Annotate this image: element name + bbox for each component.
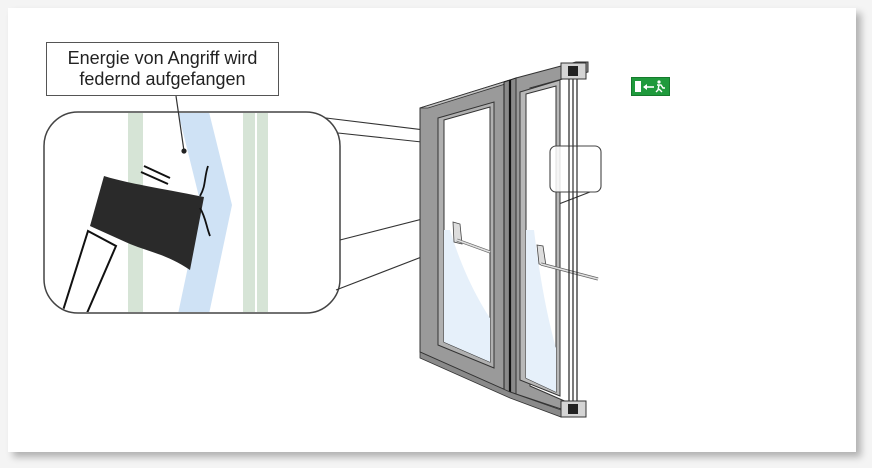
callout-label: Energie von Angriff wird federnd aufgefa…: [46, 42, 279, 96]
glass-pane-right-1: [243, 113, 255, 312]
callout-line-1: Energie von Angriff wird: [67, 48, 258, 68]
flexing-interlayer: [178, 113, 232, 312]
axe-handle-icon: [58, 229, 118, 312]
emergency-exit-sign-icon: [631, 77, 670, 96]
glass-pane-right-2: [257, 113, 268, 312]
detail-selection-box: [549, 145, 602, 193]
axe-head-icon: [90, 176, 204, 270]
double-window-frame-icon: [419, 61, 599, 418]
callout-line-2: federnd aufgefangen: [79, 69, 246, 89]
magnified-detail: [43, 95, 341, 314]
